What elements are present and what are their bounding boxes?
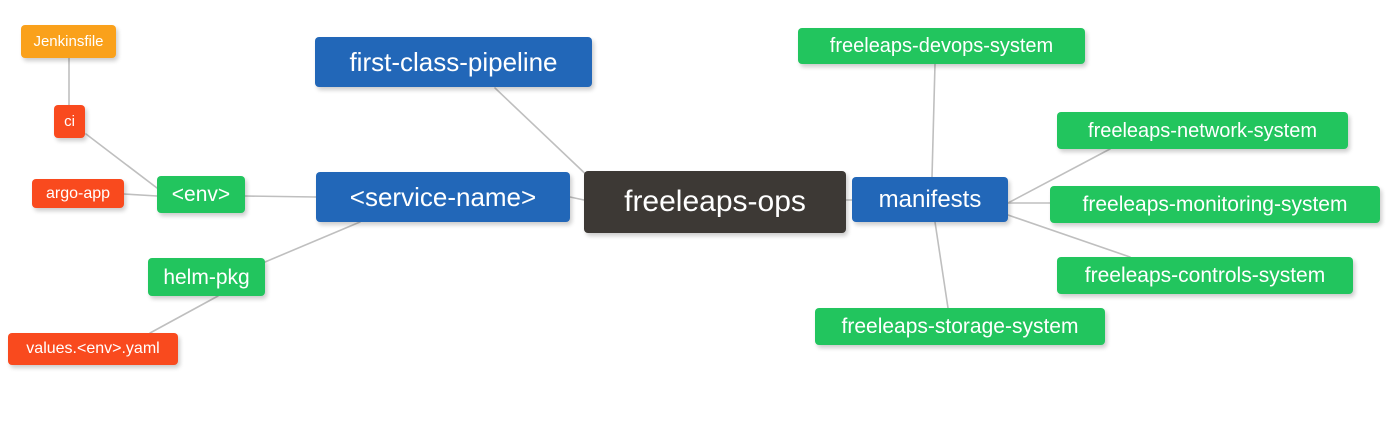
node-service-name[interactable]: <service-name> bbox=[316, 172, 570, 222]
node-ci[interactable]: ci bbox=[54, 105, 85, 138]
node-freeleaps-devops-system[interactable]: freeleaps-devops-system bbox=[798, 28, 1085, 64]
edge-manifests-to-freeleaps-devops-system bbox=[931, 63, 936, 178]
node-argo-app[interactable]: argo-app bbox=[32, 179, 124, 208]
node-values-yaml[interactable]: values.<env>.yaml bbox=[8, 333, 178, 365]
node-freeleaps-ops[interactable]: freeleaps-ops bbox=[584, 171, 846, 233]
edge-env-to-argo-app bbox=[123, 193, 158, 197]
node-helm-pkg[interactable]: helm-pkg bbox=[148, 258, 265, 296]
edge-helm-pkg-to-values-yaml bbox=[149, 295, 219, 334]
node-jenkinsfile[interactable]: Jenkinsfile bbox=[21, 25, 116, 58]
edge-freeleaps-ops-to-first-class-pipeline bbox=[494, 87, 595, 183]
node-freeleaps-controls-system[interactable]: freeleaps-controls-system bbox=[1057, 257, 1353, 294]
node-first-class-pipeline[interactable]: first-class-pipeline bbox=[315, 37, 592, 87]
node-freeleaps-monitoring-system[interactable]: freeleaps-monitoring-system bbox=[1050, 186, 1380, 223]
edge-service-name-to-helm-pkg bbox=[264, 221, 361, 263]
node-env[interactable]: <env> bbox=[157, 176, 245, 213]
node-manifests[interactable]: manifests bbox=[852, 177, 1008, 222]
node-freeleaps-network-system[interactable]: freeleaps-network-system bbox=[1057, 112, 1348, 149]
edge-freeleaps-ops-to-service-name bbox=[569, 196, 585, 201]
edge-service-name-to-env bbox=[244, 195, 317, 198]
edge-manifests-to-freeleaps-storage-system bbox=[934, 221, 949, 309]
node-freeleaps-storage-system[interactable]: freeleaps-storage-system bbox=[815, 308, 1105, 345]
